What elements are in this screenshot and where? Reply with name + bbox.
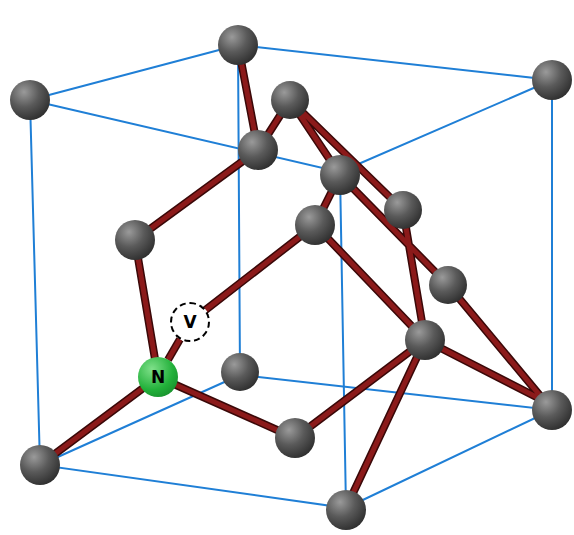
nitrogen-atom: N: [138, 357, 178, 397]
bonds: [40, 45, 552, 508]
atom-label: V: [183, 314, 196, 331]
bond-line: [168, 339, 180, 359]
carbon-atoms: [10, 25, 572, 530]
bond-connector: [168, 339, 180, 359]
vacancy-site: V: [170, 302, 210, 342]
bond-line: [168, 339, 180, 359]
unit-cell: [30, 45, 552, 508]
atom-label: N: [151, 369, 165, 386]
